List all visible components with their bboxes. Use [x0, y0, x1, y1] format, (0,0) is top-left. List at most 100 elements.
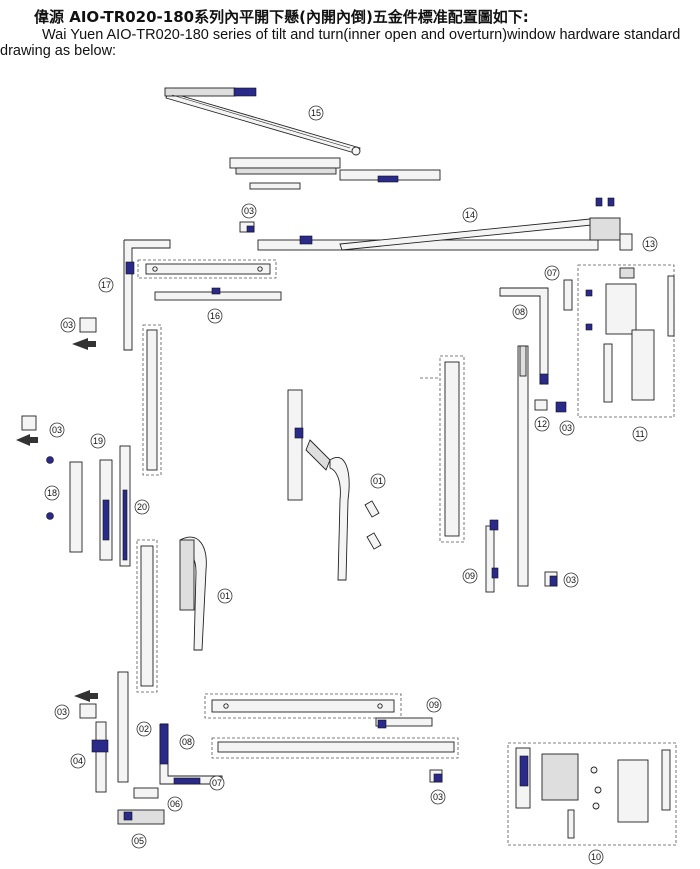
part-14-label: 14	[462, 207, 478, 223]
part-09-bottom	[375, 717, 433, 729]
label-15: 15	[311, 108, 321, 118]
svg-text:09: 09	[465, 571, 475, 581]
part-07-label-upper: 07	[544, 265, 560, 281]
part-03-bottom-right	[429, 769, 443, 783]
part-17-corner-hinge	[123, 239, 171, 351]
part-04-label: 04	[70, 753, 86, 769]
part-03-block-top	[239, 221, 255, 233]
right-long-bar	[517, 345, 529, 587]
part-14-long-stay	[257, 197, 621, 251]
part-03-label-left-upper: 03	[60, 317, 76, 333]
part-16-label: 16	[207, 308, 223, 324]
title-chinese: 偉源 AIO-TR020-180系列內平開下懸(內開內倒)五金件標准配置圖如下:	[34, 8, 529, 26]
svg-text:03: 03	[566, 575, 576, 585]
svg-text:20: 20	[137, 502, 147, 512]
part-06-label: 06	[167, 796, 183, 812]
part-16-rail	[154, 287, 282, 301]
part-15-label: 15	[308, 105, 324, 121]
bottom-long-rail	[211, 737, 459, 759]
part-09-label-bottom: 09	[426, 697, 442, 713]
svg-text:06: 06	[170, 799, 180, 809]
svg-text:14: 14	[465, 210, 475, 220]
left-vertical-plate-lower	[136, 539, 158, 693]
svg-text:04: 04	[73, 756, 83, 766]
svg-text:03: 03	[57, 707, 67, 717]
part-01-handle-center	[287, 389, 382, 581]
part-03-left-upper	[72, 317, 97, 350]
svg-text:07: 07	[547, 268, 557, 278]
part-11-label: 11	[632, 426, 648, 442]
part-19-keeper	[99, 459, 113, 561]
part-01-label-left: 01	[217, 588, 233, 604]
svg-text:03: 03	[52, 425, 62, 435]
svg-text:12: 12	[537, 419, 547, 429]
part-03-label-bottom-right: 03	[430, 789, 446, 805]
svg-text:05: 05	[134, 836, 144, 846]
part-15-rails	[229, 157, 441, 190]
part-03-left-lower	[74, 690, 98, 719]
svg-text:18: 18	[47, 488, 57, 498]
left-vertical-plate-upper	[142, 324, 162, 476]
bottom-plate-dashed	[204, 693, 402, 719]
svg-text:01: 01	[220, 591, 230, 601]
svg-text:19: 19	[93, 436, 103, 446]
part-02-label: 02	[136, 721, 152, 737]
part-19-label: 19	[90, 433, 106, 449]
part-07-lower	[173, 777, 201, 785]
svg-text:16: 16	[210, 311, 220, 321]
title-english-line2: drawing as below:	[0, 43, 117, 59]
part-09-right-lower	[485, 519, 499, 593]
part-17-label: 17	[98, 277, 114, 293]
svg-text:03: 03	[244, 206, 254, 216]
part-07-label-lower: 07	[209, 775, 225, 791]
title-english-line1: Wai Yuen AIO-TR020-180 series of tilt an…	[42, 27, 681, 43]
svg-text:01: 01	[373, 476, 383, 486]
part-08-label-upper: 08	[512, 304, 528, 320]
svg-text:08: 08	[182, 737, 192, 747]
svg-text:13: 13	[645, 239, 655, 249]
part-02-bar	[117, 671, 129, 783]
svg-text:02: 02	[139, 724, 149, 734]
svg-text:08: 08	[515, 307, 525, 317]
part-09-label-right: 09	[462, 568, 478, 584]
part-04-hinge	[91, 721, 109, 793]
part-08-corner-right	[499, 287, 549, 385]
top-plate-dashed	[137, 259, 277, 279]
part-01-label-center: 01	[370, 473, 386, 489]
part-03-right-lower	[544, 571, 558, 587]
part-05-block	[117, 809, 165, 825]
svg-text:03: 03	[562, 423, 572, 433]
part-12-block	[534, 399, 567, 413]
svg-text:10: 10	[591, 852, 601, 862]
part-10-label: 10	[588, 849, 604, 865]
svg-text:03: 03	[63, 320, 73, 330]
part-03-label-right-mid: 03	[559, 420, 575, 436]
center-vertical-plate	[420, 355, 465, 543]
part-06-block	[133, 787, 159, 799]
part-05-label: 05	[131, 833, 147, 849]
part-01-handle-left	[179, 536, 207, 651]
svg-text:11: 11	[635, 429, 644, 439]
part-13-label: 13	[619, 233, 658, 252]
svg-text:03: 03	[433, 792, 443, 802]
part-03-label-top: 03	[241, 203, 257, 219]
svg-text:09: 09	[429, 700, 439, 710]
part-20-bar	[119, 445, 131, 567]
part-03-label-left-lower: 03	[54, 704, 70, 720]
svg-text:17: 17	[101, 280, 111, 290]
part-12-label: 12	[534, 416, 550, 432]
part-11-group	[577, 264, 675, 418]
part-03-label-left-mid: 03	[49, 422, 65, 438]
svg-text:07: 07	[212, 778, 222, 788]
part-15-stay-arm	[164, 87, 361, 156]
part-03-label-right-lower: 03	[563, 572, 579, 588]
part-18-label: 18	[44, 485, 60, 501]
part-10-group	[507, 742, 677, 846]
part-07-right-upper	[563, 279, 573, 311]
part-08-corner-lower	[159, 723, 223, 785]
part-08-label-lower: 08	[179, 734, 195, 750]
part-20-label: 20	[134, 499, 150, 515]
part-03-left-mid	[16, 415, 54, 520]
part-18-plate	[69, 461, 83, 553]
